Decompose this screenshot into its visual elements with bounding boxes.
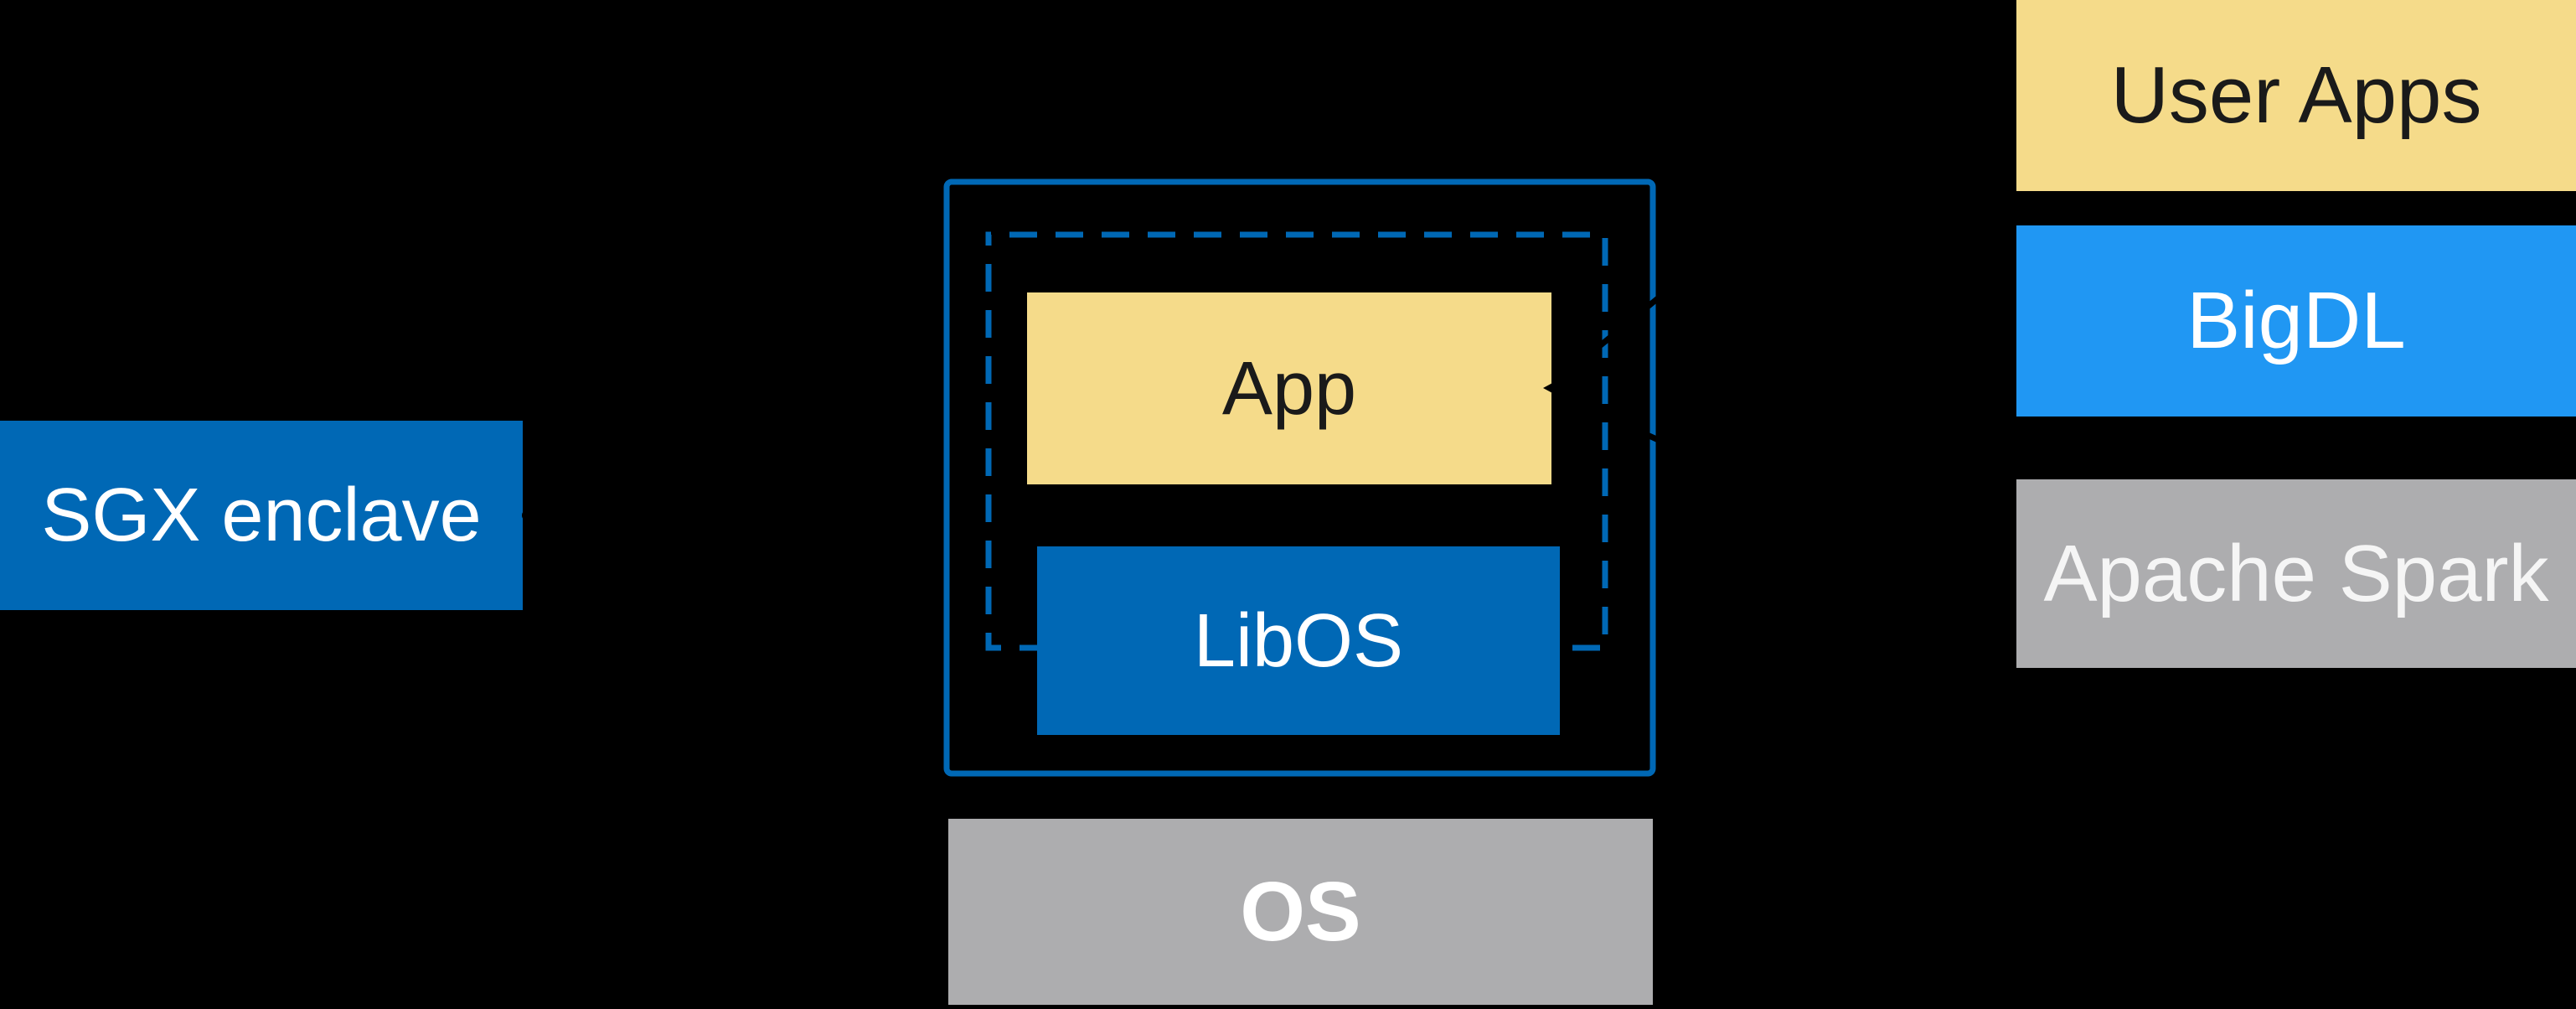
bigdl-label: BigDL [2186,276,2406,365]
user-apps-box: User Apps [2016,0,2576,191]
sgx-connector-dot-icon [522,510,534,521]
sgx-enclave-label: SGX enclave [41,473,482,557]
libos-label: LibOS [1193,598,1404,683]
stack-connector-line-lower [1555,391,2014,603]
app-box: App [1027,292,1551,484]
bigdl-box: BigDL [2016,225,2576,417]
host-process-border [943,179,1656,777]
apache-spark-label: Apache Spark [2043,528,2549,618]
libos-box: LibOS [1037,546,1560,735]
user-apps-label: User Apps [2110,50,2482,140]
sgx-enclave-label-box: SGX enclave [0,421,523,610]
os-label: OS [1240,865,1361,959]
app-label: App [1221,346,1357,431]
apache-spark-box: Apache Spark [2016,479,2576,668]
os-box: OS [948,819,1653,1005]
stack-connector-line-upper [1554,6,2015,384]
